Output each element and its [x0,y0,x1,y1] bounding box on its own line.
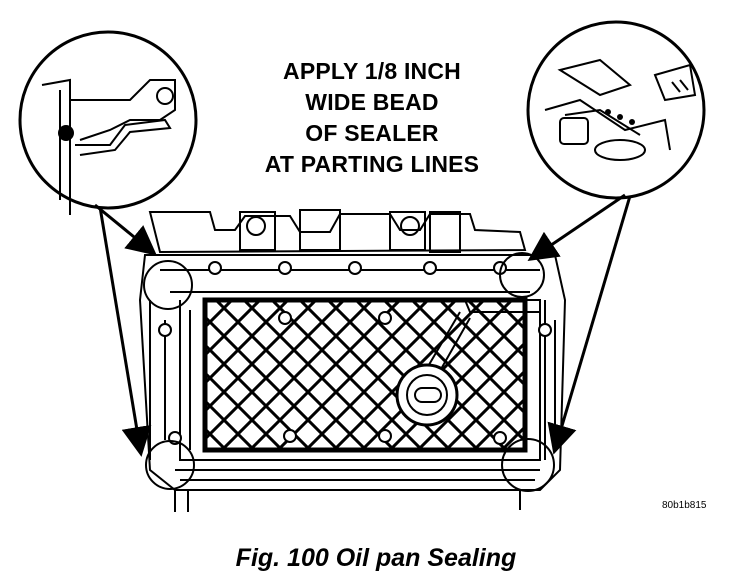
sealer-instruction: APPLY 1/8 INCH WIDE BEAD OF SEALER AT PA… [222,56,522,180]
instruction-line-2: WIDE BEAD [305,89,439,115]
parting-line-markers [143,252,555,492]
detail-view-right [526,20,706,200]
instruction-line-4: AT PARTING LINES [264,151,480,177]
bolts [158,261,552,445]
figure-caption: Fig. 100 Oil pan Sealing [235,544,517,572]
instruction-line-3: OF SEALER [305,120,439,146]
detail-view-left [18,30,198,215]
figure-code: 80b1b815 [662,500,707,511]
instruction-line-1: APPLY 1/8 INCH [283,58,461,84]
windage-tray [202,297,528,453]
leader-arrows [94,193,632,457]
oil-pickup [395,363,459,427]
